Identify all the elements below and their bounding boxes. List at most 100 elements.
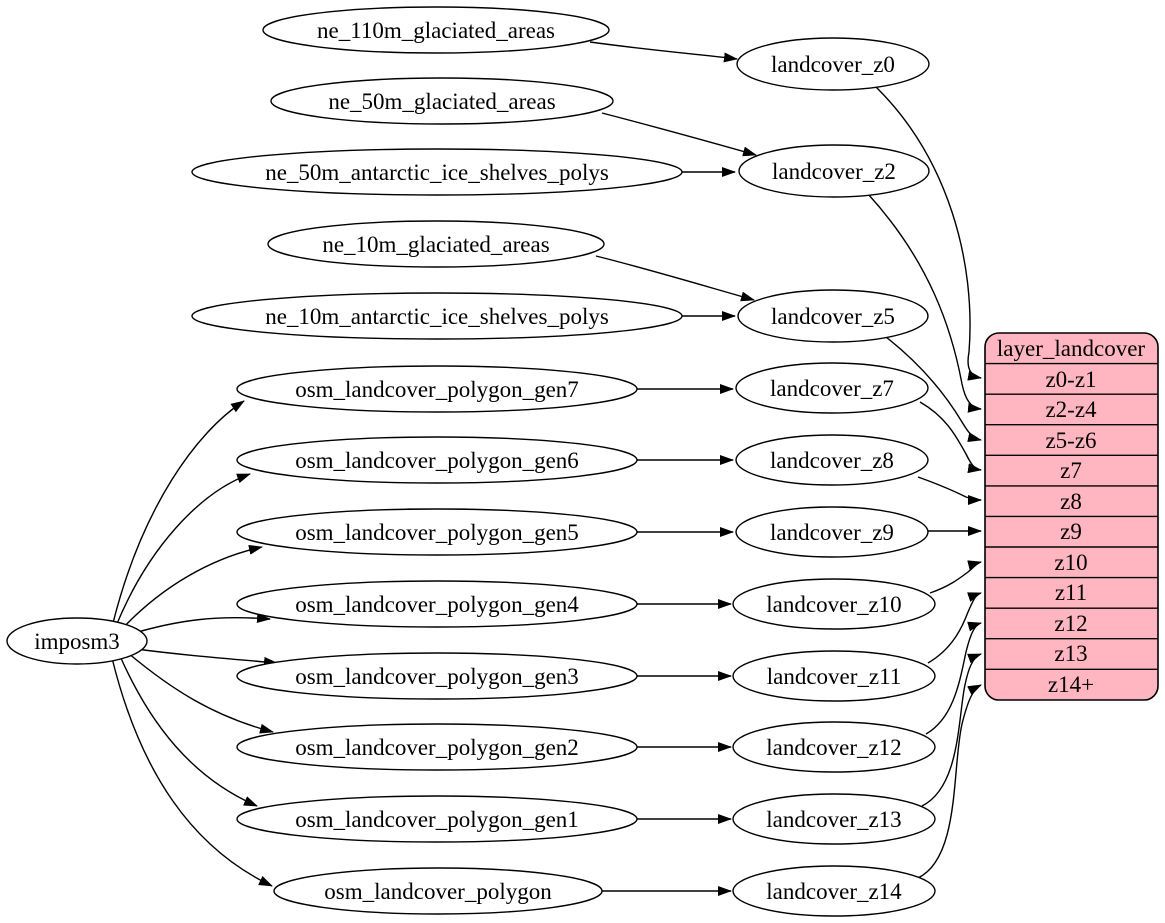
table-row-label: z13	[1054, 641, 1087, 666]
edge-ne50m-glaciated-z2	[601, 112, 757, 157]
table-row-label: z2-z4	[1045, 397, 1097, 422]
node-landcover-z7-shape	[735, 362, 929, 414]
edge-imposm3-gen3	[135, 648, 278, 667]
node-layer: imposm3 ne_110m_glaciated_areas ne_50m_g…	[6, 6, 936, 917]
node-landcover-z10: landcover_z10	[732, 578, 936, 630]
node-landcover-z12-label: landcover_z12	[766, 735, 901, 760]
node-osm-landcover-polygon-gen4-label: osm_landcover_polygon_gen4	[295, 592, 579, 617]
node-landcover-z2: landcover_z2	[738, 144, 930, 198]
node-landcover-z5-shape	[737, 289, 929, 343]
table-row-label: z7	[1060, 458, 1082, 483]
table-row-label: z8	[1060, 489, 1082, 514]
node-osm-landcover-polygon-gen5-shape	[236, 508, 638, 556]
node-landcover-z14-shape	[732, 865, 936, 917]
node-landcover-z8-shape	[735, 434, 929, 486]
node-ne-10m-antarctic-ice-shelves-polys-shape	[191, 292, 683, 340]
node-osm-landcover-polygon-gen1: osm_landcover_polygon_gen1	[236, 795, 638, 843]
node-ne-50m-antarctic-ice-shelves-polys-shape	[191, 148, 683, 196]
node-osm-landcover-polygon-gen4: osm_landcover_polygon_gen4	[236, 580, 638, 628]
node-landcover-z0-shape	[736, 37, 930, 91]
node-ne-10m-antarctic-ice-shelves-polys-label: ne_10m_antarctic_ice_shelves_polys	[265, 304, 609, 329]
table-row-label: z12	[1054, 611, 1087, 636]
node-osm-landcover-polygon-gen2-label: osm_landcover_polygon_gen2	[295, 735, 579, 760]
node-osm-landcover-polygon-gen3-label: osm_landcover_polygon_gen3	[295, 664, 579, 689]
node-landcover-z9-label: landcover_z9	[770, 520, 894, 545]
node-ne-10m-glaciated-areas-shape	[267, 220, 605, 268]
node-osm-landcover-polygon-gen6: osm_landcover_polygon_gen6	[236, 436, 638, 484]
node-osm-landcover-polygon: osm_landcover_polygon	[273, 867, 603, 915]
node-ne-50m-antarctic-ice-shelves-polys-label: ne_50m_antarctic_ice_shelves_polys	[265, 160, 609, 185]
node-ne-110m-glaciated-areas: ne_110m_glaciated_areas	[262, 6, 610, 54]
table-row-label: z5-z6	[1045, 428, 1096, 453]
edge-imposm3-polygon	[111, 657, 273, 887]
edge-ne110m-z0	[589, 41, 738, 63]
node-landcover-z9-shape	[735, 506, 929, 558]
table-row-label: z11	[1055, 580, 1087, 605]
node-osm-landcover-polygon-gen1-shape	[236, 795, 638, 843]
node-osm-landcover-polygon-gen6-shape	[236, 436, 638, 484]
table-row-label: z0-z1	[1045, 367, 1096, 392]
node-osm-landcover-polygon-gen1-label: osm_landcover_polygon_gen1	[295, 807, 579, 832]
node-osm-landcover-polygon-gen3: osm_landcover_polygon_gen3	[236, 652, 638, 700]
edge-imposm3-gen4	[130, 613, 271, 635]
node-landcover-z14-label: landcover_z14	[766, 879, 902, 904]
node-landcover-z5-label: landcover_z5	[771, 304, 895, 329]
edge-z13-row	[921, 653, 982, 807]
node-imposm3: imposm3	[6, 617, 148, 665]
edge-z14-row	[917, 684, 982, 879]
node-ne-50m-glaciated-areas-label: ne_50m_glaciated_areas	[328, 89, 555, 114]
node-ne-110m-glaciated-areas-shape	[262, 6, 610, 54]
node-osm-landcover-polygon-gen7-shape	[236, 365, 638, 413]
node-landcover-z13: landcover_z13	[732, 793, 936, 845]
node-osm-landcover-polygon-gen7: osm_landcover_polygon_gen7	[236, 365, 638, 413]
edge-z11-row	[927, 592, 982, 664]
node-imposm3-shape	[6, 617, 148, 665]
node-osm-landcover-polygon-gen2: osm_landcover_polygon_gen2	[236, 723, 638, 771]
node-landcover-z13-shape	[732, 793, 936, 845]
node-landcover-z7: landcover_z7	[735, 362, 929, 414]
node-landcover-z11-shape	[732, 650, 936, 702]
node-osm-landcover-polygon-gen4-shape	[236, 580, 638, 628]
edge-z12-row	[925, 621, 982, 735]
edge-layer	[111, 41, 982, 897]
edge-imposm3-gen5	[120, 544, 263, 631]
node-landcover-z13-label: landcover_z13	[766, 807, 901, 832]
edge-ne10m-glaciated-z5	[595, 255, 755, 302]
node-landcover-z0: landcover_z0	[736, 37, 930, 91]
node-landcover-z12-shape	[732, 721, 936, 773]
node-landcover-z10-shape	[732, 578, 936, 630]
edge-imposm3-gen7	[112, 400, 245, 624]
node-ne-10m-antarctic-ice-shelves-polys: ne_10m_antarctic_ice_shelves_polys	[191, 292, 683, 340]
layer-landcover-title: layer_landcover	[997, 336, 1145, 361]
node-landcover-z11: landcover_z11	[732, 650, 936, 702]
table-row-label: z14+	[1048, 672, 1094, 697]
node-ne-50m-antarctic-ice-shelves-polys: ne_50m_antarctic_ice_shelves_polys	[191, 148, 683, 196]
table-row-label: z10	[1054, 550, 1087, 575]
node-osm-landcover-polygon-gen5: osm_landcover_polygon_gen5	[236, 508, 638, 556]
node-osm-landcover-polygon-shape	[273, 867, 603, 915]
node-landcover-z12: landcover_z12	[732, 721, 936, 773]
edge-imposm3-gen1	[119, 655, 258, 807]
node-ne-10m-glaciated-areas-label: ne_10m_glaciated_areas	[322, 232, 549, 257]
node-landcover-z9: landcover_z9	[735, 506, 929, 558]
node-landcover-z8-label: landcover_z8	[770, 448, 894, 473]
edge-z5-row	[885, 336, 982, 443]
node-osm-landcover-polygon-gen2-shape	[236, 723, 638, 771]
node-ne-110m-glaciated-areas-label: ne_110m_glaciated_areas	[317, 18, 555, 43]
node-landcover-z10-label: landcover_z10	[766, 592, 901, 617]
node-landcover-z2-label: landcover_z2	[772, 159, 896, 184]
node-imposm3-label: imposm3	[34, 629, 120, 654]
node-layer-landcover-table: layer_landcover z0-z1 z2-z4 z5-z6 z7 z8 …	[984, 332, 1159, 701]
node-landcover-z14: landcover_z14	[732, 865, 936, 917]
node-landcover-z7-label: landcover_z7	[770, 376, 894, 401]
node-osm-landcover-polygon-gen3-shape	[236, 652, 638, 700]
node-landcover-z5: landcover_z5	[737, 289, 929, 343]
node-osm-landcover-polygon-gen6-label: osm_landcover_polygon_gen6	[295, 448, 579, 473]
node-osm-landcover-polygon-gen7-label: osm_landcover_polygon_gen7	[295, 377, 579, 402]
node-ne-10m-glaciated-areas: ne_10m_glaciated_areas	[267, 220, 605, 268]
edge-imposm3-gen2	[127, 652, 274, 734]
node-ne-50m-glaciated-areas: ne_50m_glaciated_areas	[270, 77, 614, 125]
table-row-label: z9	[1060, 519, 1082, 544]
node-landcover-z8: landcover_z8	[735, 434, 929, 486]
